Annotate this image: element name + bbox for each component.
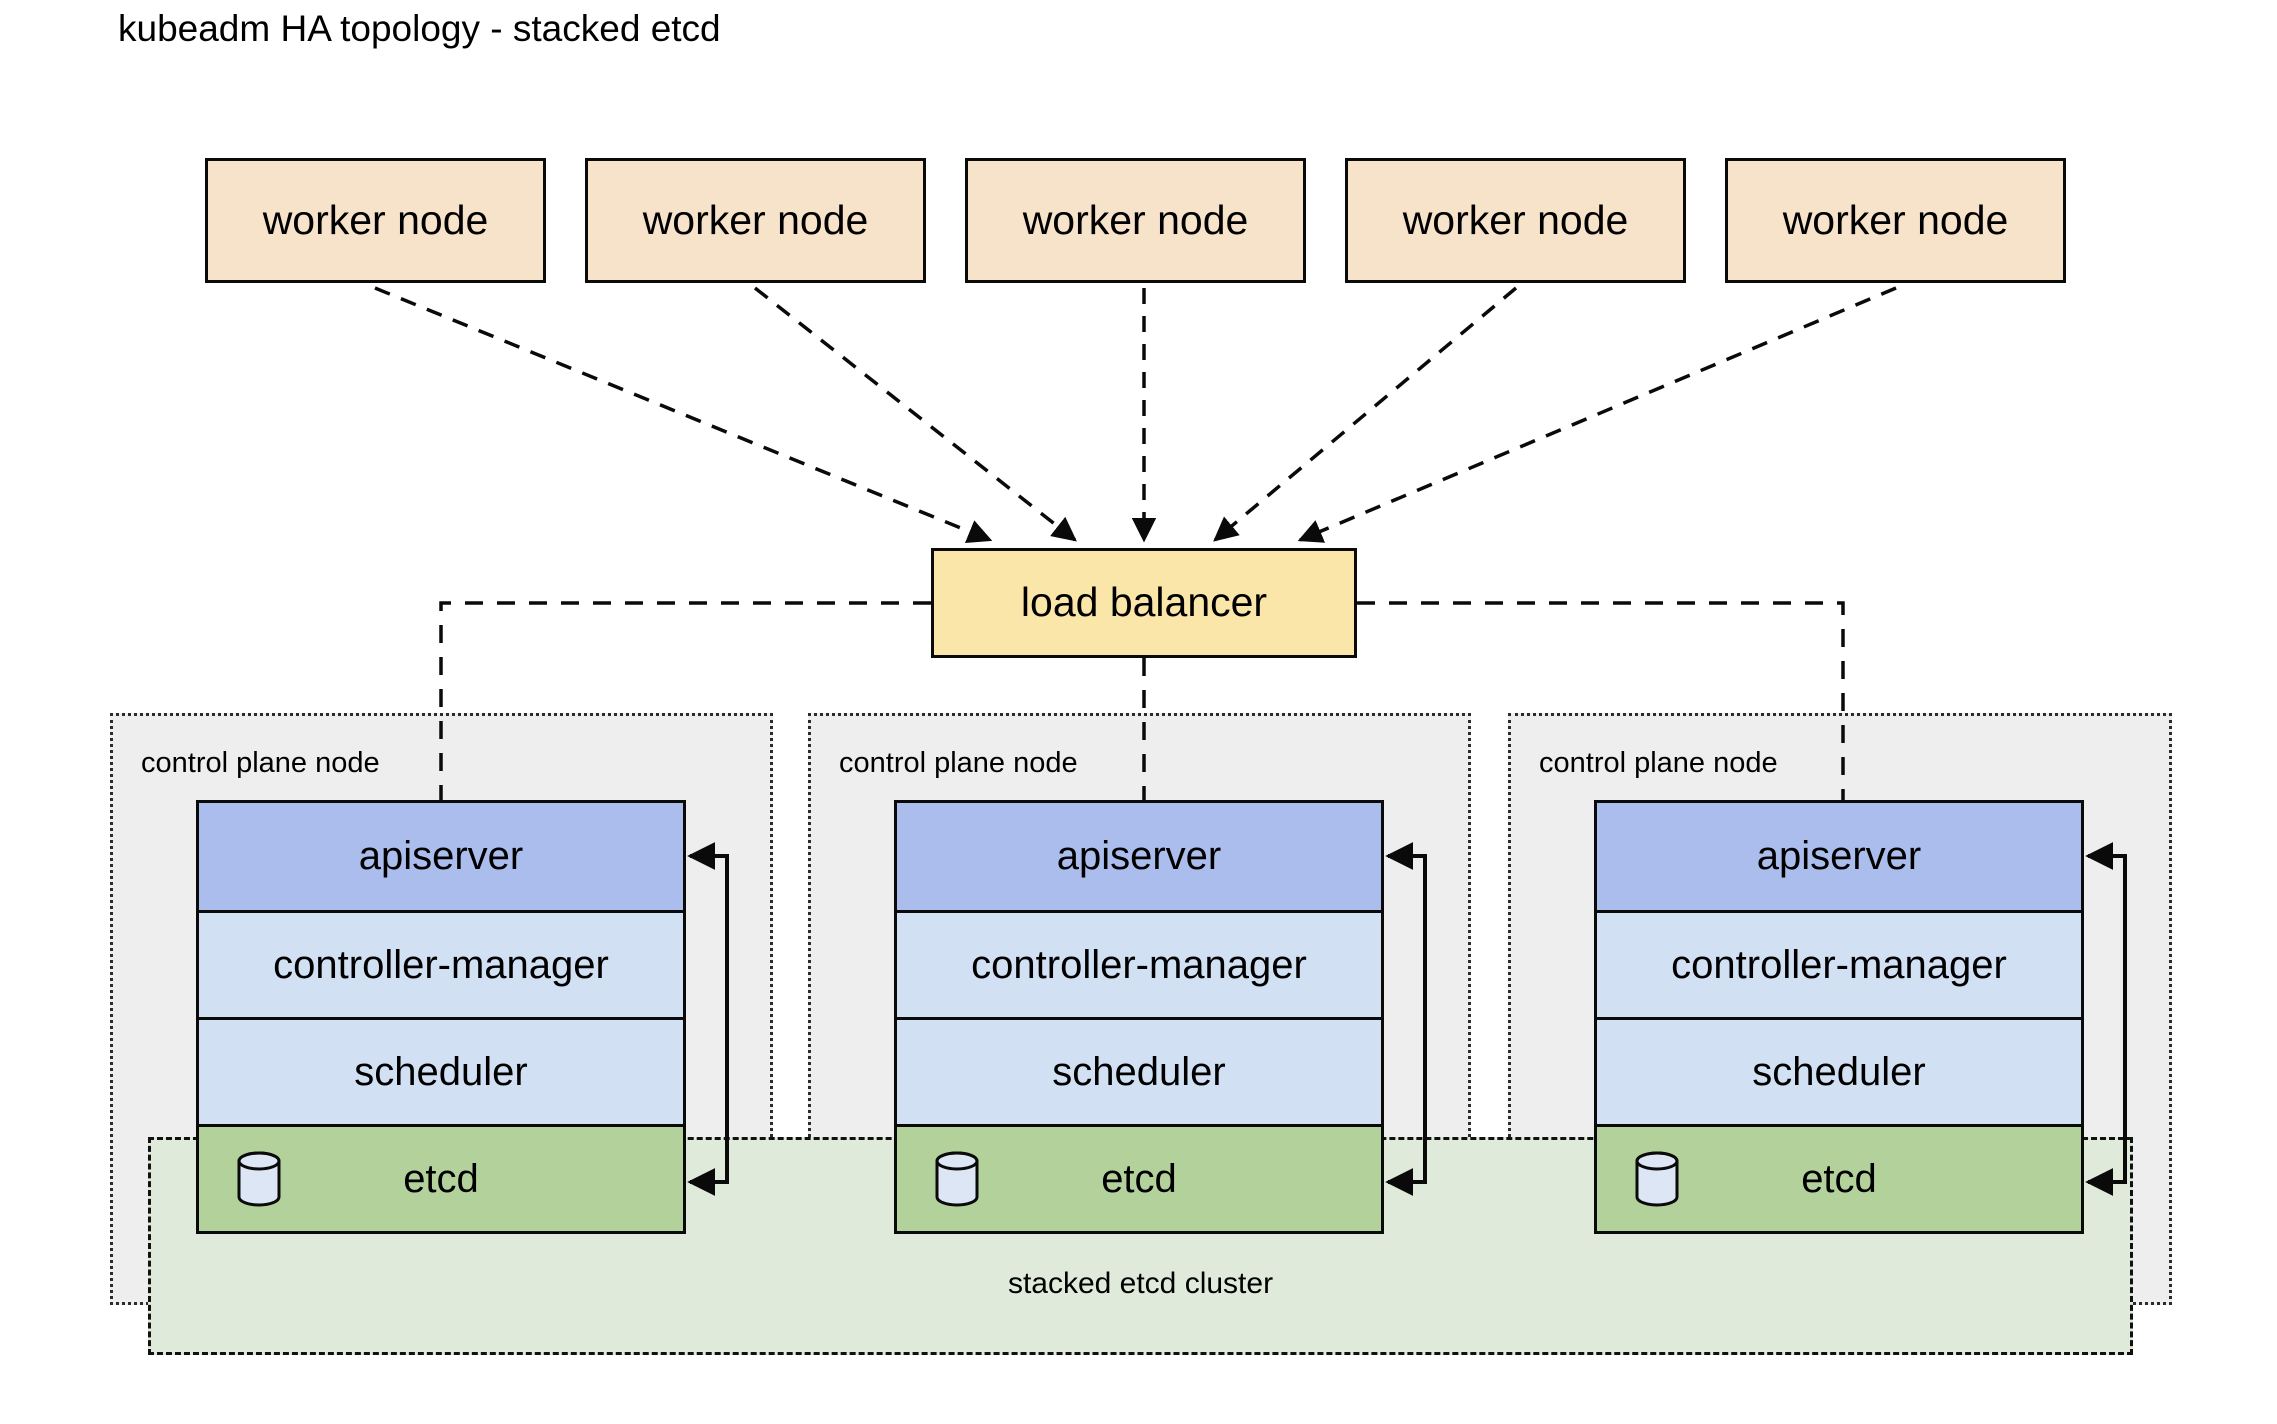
controller-manager-component[interactable]: controller-manager xyxy=(196,913,686,1020)
control-plane-stack-1: apiserver controller-manager scheduler e… xyxy=(196,800,686,1234)
database-cylinder-icon xyxy=(1635,1151,1679,1207)
page-title: kubeadm HA topology - stacked etcd xyxy=(118,8,721,49)
load-balancer-node[interactable]: load balancer xyxy=(931,548,1357,658)
worker-node-2[interactable]: worker node xyxy=(585,158,926,283)
control-plane-node-label: control plane node xyxy=(839,747,1078,779)
apiserver-component[interactable]: apiserver xyxy=(196,800,686,913)
apiserver-component[interactable]: apiserver xyxy=(894,800,1384,913)
scheduler-component[interactable]: scheduler xyxy=(894,1020,1384,1127)
controller-manager-component[interactable]: controller-manager xyxy=(894,913,1384,1020)
etcd-label: etcd xyxy=(1101,1156,1177,1201)
etcd-label: etcd xyxy=(1801,1156,1877,1201)
control-plane-stack-2: apiserver controller-manager scheduler e… xyxy=(894,800,1384,1234)
worker-node-1[interactable]: worker node xyxy=(205,158,546,283)
control-plane-node-label: control plane node xyxy=(1539,747,1778,779)
worker-to-lb-edges xyxy=(374,286,1897,543)
stacked-etcd-cluster-label: stacked etcd cluster xyxy=(1007,1267,1274,1300)
etcd-label: etcd xyxy=(403,1156,479,1201)
scheduler-component[interactable]: scheduler xyxy=(196,1020,686,1127)
apiserver-component[interactable]: apiserver xyxy=(1594,800,2084,913)
worker-node-3[interactable]: worker node xyxy=(965,158,1306,283)
control-plane-node-label: control plane node xyxy=(141,747,380,779)
worker-node-5[interactable]: worker node xyxy=(1725,158,2066,283)
scheduler-component[interactable]: scheduler xyxy=(1594,1020,2084,1127)
etcd-component[interactable]: etcd xyxy=(1594,1127,2084,1234)
etcd-component[interactable]: etcd xyxy=(894,1127,1384,1234)
control-plane-stack-3: apiserver controller-manager scheduler e… xyxy=(1594,800,2084,1234)
worker-node-4[interactable]: worker node xyxy=(1345,158,1686,283)
database-cylinder-icon xyxy=(935,1151,979,1207)
database-cylinder-icon xyxy=(237,1151,281,1207)
etcd-component[interactable]: etcd xyxy=(196,1127,686,1234)
controller-manager-component[interactable]: controller-manager xyxy=(1594,913,2084,1020)
